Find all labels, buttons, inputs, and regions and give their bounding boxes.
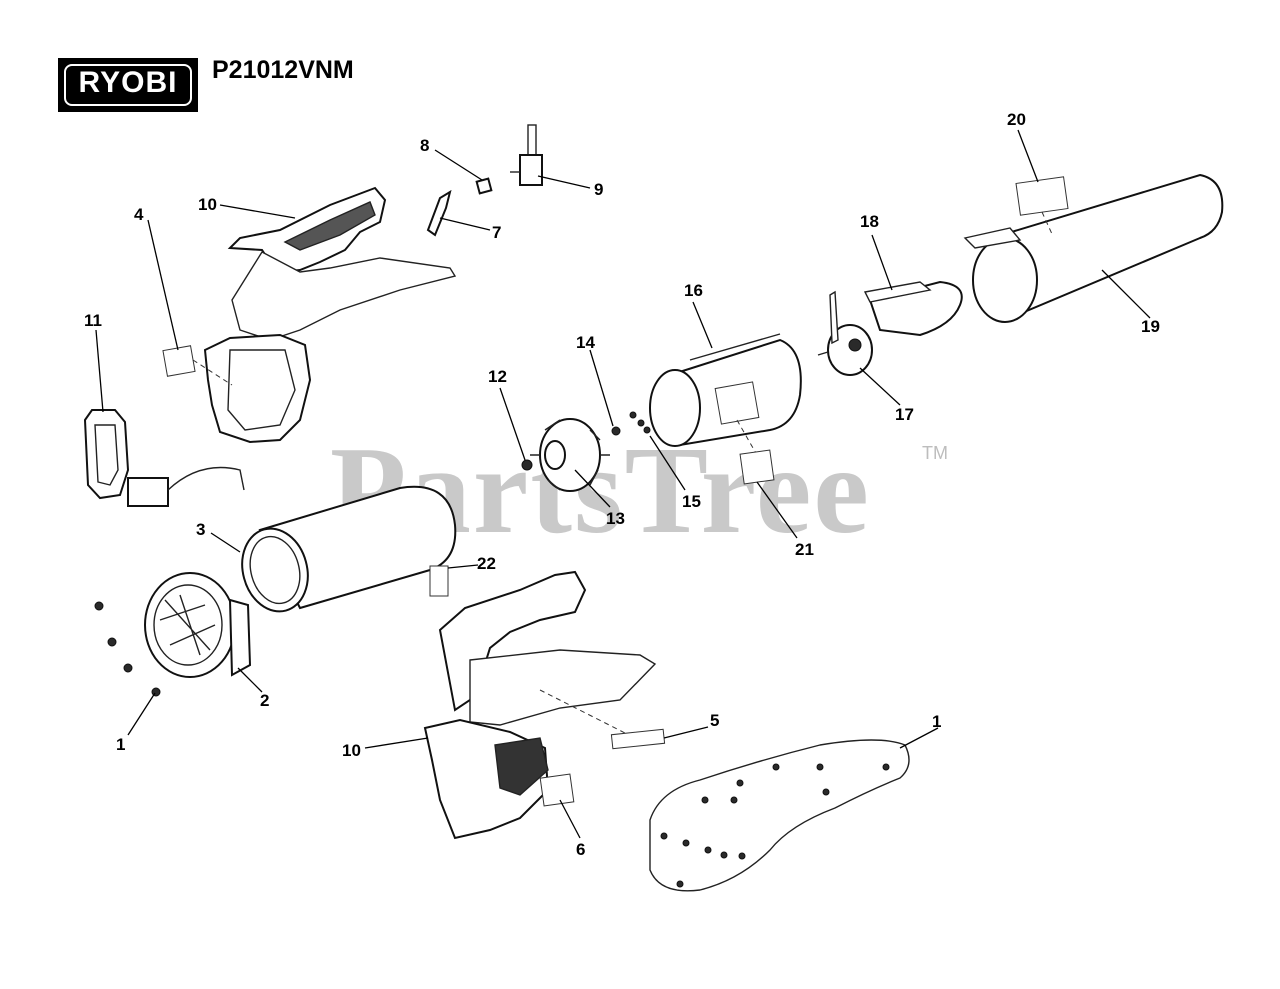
part-10-lower-housing[interactable] — [423, 570, 657, 840]
part-8-block[interactable] — [475, 177, 493, 195]
leader-lines — [95, 129, 1151, 839]
callout-22[interactable]: 22 — [477, 554, 496, 573]
callout-18[interactable]: 18 — [860, 212, 879, 231]
part-20-label[interactable] — [1015, 176, 1069, 216]
part-13-fan[interactable] — [530, 418, 610, 492]
logo-frame — [64, 64, 192, 106]
trademark-mark: TM — [922, 443, 948, 463]
part-17-motor[interactable] — [817, 290, 873, 376]
callout-19[interactable]: 19 — [1141, 317, 1160, 336]
callout-7[interactable]: 7 — [492, 223, 502, 242]
callout-10-lower[interactable]: 10 — [342, 741, 361, 760]
part-5-label[interactable] — [610, 728, 666, 750]
callout-1-right[interactable]: 1 — [932, 712, 942, 731]
part-21-label[interactable] — [739, 449, 775, 485]
ryobi-logo: RYOBI — [58, 58, 198, 112]
callout-11[interactable]: 11 — [84, 311, 102, 330]
callout-16[interactable]: 16 — [684, 281, 703, 300]
callout-20[interactable]: 20 — [1007, 110, 1026, 129]
callout-14[interactable]: 14 — [576, 333, 595, 352]
part-3-intake-tube[interactable] — [233, 485, 457, 619]
callout-1-left[interactable]: 1 — [116, 735, 126, 754]
part-15-screws[interactable] — [629, 411, 651, 434]
part-1-cover-shell[interactable] — [649, 739, 910, 892]
callout-5[interactable]: 5 — [710, 711, 720, 730]
callout-6[interactable]: 6 — [576, 840, 586, 859]
callout-21[interactable]: 21 — [795, 540, 814, 559]
callout-2[interactable]: 2 — [260, 691, 270, 710]
callout-8[interactable]: 8 — [420, 136, 430, 155]
model-number: P21012VNM — [212, 56, 354, 84]
part-12-nut[interactable] — [521, 459, 533, 471]
part-9-switch[interactable] — [510, 124, 543, 186]
part-6-label[interactable] — [539, 773, 575, 807]
part-14-screw[interactable] — [611, 426, 621, 436]
part-22-label[interactable] — [429, 565, 449, 597]
part-7-trigger[interactable] — [426, 189, 452, 237]
callout-13[interactable]: 13 — [606, 509, 625, 528]
part-16-motor-housing[interactable] — [649, 333, 802, 447]
part-19-blower-tube[interactable] — [963, 173, 1224, 323]
callout-17[interactable]: 17 — [895, 405, 914, 424]
callout-4[interactable]: 4 — [134, 205, 144, 224]
callout-12[interactable]: 12 — [488, 367, 507, 386]
part-2-grille[interactable] — [144, 572, 252, 678]
callout-9[interactable]: 9 — [594, 180, 604, 199]
brand-name: RYOBI — [78, 66, 178, 99]
part-18-nozzle-tip[interactable] — [863, 280, 963, 337]
callout-15[interactable]: 15 — [682, 492, 701, 511]
part-11-terminal[interactable] — [83, 409, 245, 507]
part-4-label[interactable] — [162, 345, 196, 377]
callout-3[interactable]: 3 — [196, 520, 206, 539]
callout-10-upper[interactable]: 10 — [198, 195, 217, 214]
part-10-upper-housing[interactable] — [203, 186, 457, 444]
